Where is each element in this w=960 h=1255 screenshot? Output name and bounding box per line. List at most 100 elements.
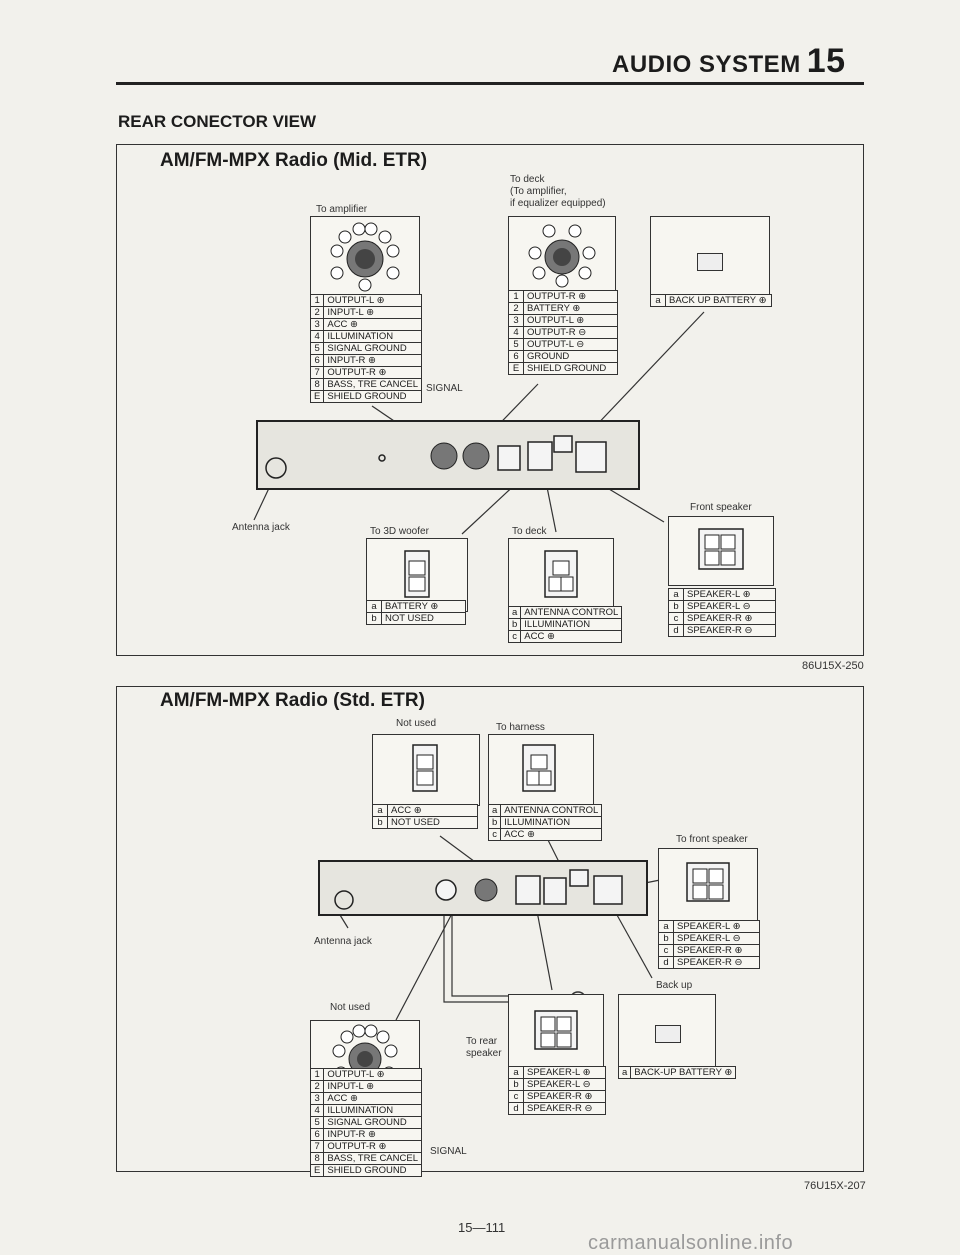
label-3d-woofer: To 3D woofer	[370, 526, 429, 537]
woofer-connector-box	[366, 538, 468, 612]
wire-amp2-to-radio	[395, 905, 457, 1021]
radio-unit-std	[318, 860, 648, 916]
harness-connector-box	[488, 734, 594, 806]
wire-antenna-label	[253, 485, 271, 521]
label-deck: To deck	[512, 526, 547, 537]
deck-connector-box	[508, 216, 616, 292]
label-back-up: Back up	[656, 980, 693, 991]
rear-speaker-connector-box	[508, 994, 604, 1068]
front-speaker-connector-box	[668, 516, 774, 586]
header-rule	[116, 82, 864, 85]
label-antenna-jack-std: Antenna jack	[314, 936, 372, 947]
panel-std-etr	[116, 686, 864, 1172]
signal-suffix: SIGNAL	[426, 383, 463, 394]
label-not-used-top: Not used	[396, 718, 437, 729]
watermark: carmanualsonline.info	[588, 1232, 794, 1254]
label-to-deck-line3: if equalizer equipped)	[510, 198, 606, 209]
radio-rear-panel-icon	[334, 869, 623, 910]
three-pin-connector-icon	[522, 744, 556, 792]
section-title: REAR CONECTOR VIEW	[118, 112, 317, 131]
label-to-deck-line1: To deck	[510, 174, 545, 185]
two-pin-connector-icon	[412, 744, 438, 792]
label-to-amplifier: To amplifier	[316, 204, 368, 215]
label-to-front-speaker: To front speaker	[676, 834, 748, 845]
three-pin-connector-icon	[544, 550, 578, 598]
notused-connector-box	[372, 734, 480, 806]
din-connector-icon	[528, 224, 596, 288]
single-pin-connector-icon	[697, 253, 723, 271]
panel-mid-etr	[116, 144, 864, 656]
label-to-harness: To harness	[496, 722, 545, 733]
label-to-deck-line2: (To amplifier,	[510, 186, 567, 197]
panel-std-title: AM/FM-MPX Radio (Std. ETR)	[160, 690, 425, 711]
four-pin-connector-icon	[534, 1010, 578, 1050]
din-connector-icon	[330, 222, 400, 292]
page-number: 15—111	[458, 1220, 506, 1235]
wire-deck-ant-to-radio	[545, 481, 557, 533]
wire-backup-to-radio	[589, 311, 705, 433]
radio-unit-mid	[256, 420, 640, 490]
panel-std-code: 76U15X-207	[804, 1180, 866, 1192]
single-pin-connector-icon	[655, 1025, 681, 1043]
panel-mid-code: 86U15X-250	[802, 660, 864, 672]
amp-connector-box	[310, 216, 420, 296]
label-front-speaker: Front speaker	[690, 502, 752, 513]
antenna-ctrl-connector-box	[508, 538, 614, 612]
wire-front-to-radio	[603, 485, 665, 523]
chapter-title-text: AUDIO SYSTEM	[612, 51, 801, 78]
std-signal-suffix: SIGNAL	[430, 1146, 467, 1157]
